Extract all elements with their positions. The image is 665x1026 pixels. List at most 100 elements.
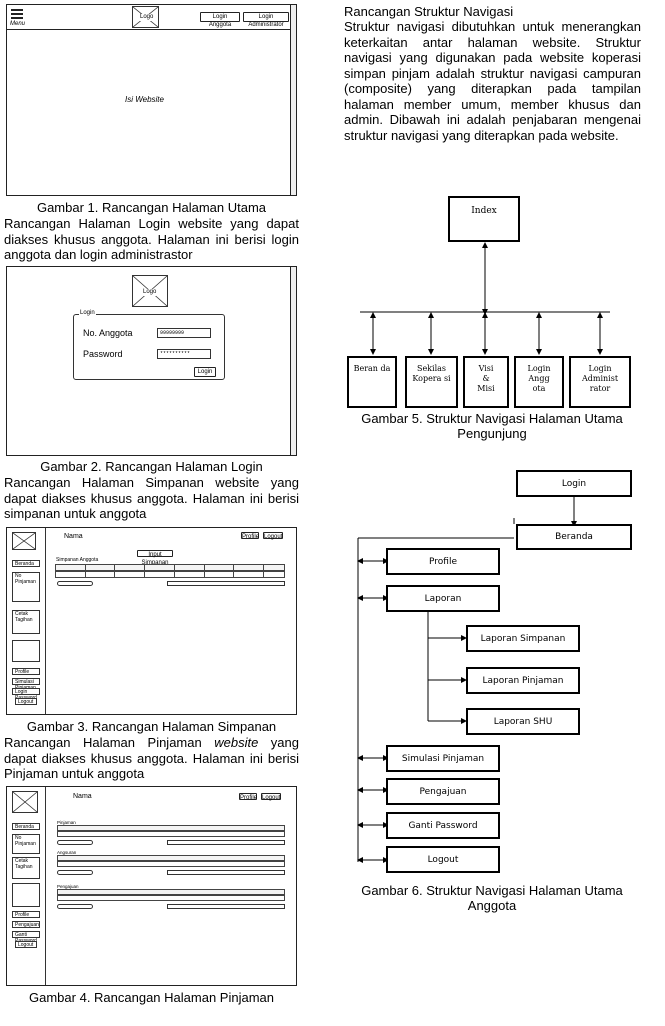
nav-node-login-administrator: Login Administ rator: [569, 356, 631, 408]
nav-node-laporan: Laporan: [386, 585, 500, 612]
figure-6-connectors: [357, 496, 577, 863]
input-simpanan-button[interactable]: Input Simpanan: [137, 550, 173, 566]
figure-5-connectors: [360, 242, 610, 355]
logout-button[interactable]: Logout: [263, 532, 283, 540]
figure-1-caption: Gambar 1. Rancangan Halaman Utama: [36, 200, 267, 215]
paragraph-pinjaman-text-b: yang dapat diakses khusus anggota. Halam…: [4, 735, 299, 781]
nav-node-pengajuan: Pengajuan: [386, 778, 500, 805]
menu-label: Menu: [10, 21, 26, 27]
sidebar-item-profile[interactable]: Profile: [12, 911, 40, 918]
search-input[interactable]: [57, 870, 93, 875]
no-anggota-input[interactable]: 99999999: [157, 328, 211, 338]
login-administrator-button[interactable]: Login Administrator: [243, 12, 289, 28]
logo-label: Logo: [143, 289, 157, 296]
table-header-row: [57, 855, 285, 861]
search-input[interactable]: [57, 581, 93, 586]
sidebar-item-pengajuan[interactable]: Pengajuan: [12, 921, 40, 928]
logo-placeholder-icon: [12, 791, 38, 813]
figure-4-caption: Gambar 4. Rancangan Halaman Pinjaman: [29, 990, 274, 1005]
sidebar-item-profile[interactable]: Profile: [12, 668, 40, 675]
sidebar-item-password[interactable]: Login Password: [12, 688, 40, 701]
sidebar-item-beranda[interactable]: Beranda: [12, 560, 40, 567]
nav-node-visi-misi: Visi & Misi: [463, 356, 509, 408]
nav-node-laporan-pinjaman: Laporan Pinjaman: [466, 667, 580, 694]
profile-button[interactable]: Profile: [241, 532, 260, 540]
figure-4-pinjaman-mockup: Nama Profile Logout Pinjaman Angsuran Pe…: [6, 786, 297, 986]
sidebar-item-logout[interactable]: Logout: [15, 698, 37, 705]
nav-node-beranda: Beran da: [347, 356, 397, 408]
hamburger-icon: [11, 9, 23, 19]
sidebar-divider: [45, 787, 46, 985]
nav-node-logout: Logout: [386, 846, 500, 873]
sidebar-item-beranda[interactable]: Beranda: [12, 823, 40, 830]
figure-5-caption: Gambar 5. Struktur Navigasi Halaman Utam…: [361, 411, 623, 441]
table-header-row: [57, 825, 285, 831]
figure-3-caption: Gambar 3. Rancangan Halaman Simpanan: [26, 719, 277, 734]
figure-3-simpanan-mockup: Nama Profile Logout Input Simpanan Simpa…: [6, 527, 297, 715]
pagination[interactable]: [167, 904, 285, 909]
paragraph-pinjaman-emphasis: website: [214, 735, 259, 750]
sidebar-group[interactable]: [12, 883, 40, 907]
table-row: [57, 831, 285, 837]
table-row: [57, 895, 285, 901]
sidebar-item-logout[interactable]: Logout: [15, 941, 37, 948]
logo-placeholder-icon: [12, 532, 36, 550]
nav-node-login-anggota: Login Angg ota: [514, 356, 564, 408]
sidebar-item-cetak-tagihan[interactable]: Cetak Tagihan: [12, 857, 40, 879]
nav-node-laporan-simpanan: Laporan Simpanan: [466, 625, 580, 652]
login-anggota-button[interactable]: Login Anggota: [200, 12, 240, 28]
sidebar-item-simulasi[interactable]: Simulasi Pinjaman: [12, 678, 40, 691]
nav-node-login: Login: [516, 470, 632, 497]
table-row: [57, 861, 285, 867]
nav-node-profile: Profile: [386, 548, 500, 575]
nav-node-sekilas-koperasi: Sekilas Kopera si: [405, 356, 458, 408]
paragraph-pinjaman-page: Rancangan Halaman Pinjaman website yang …: [4, 735, 299, 782]
pagination[interactable]: [167, 581, 285, 586]
nav-node-beranda: Beranda: [516, 524, 632, 550]
pagination[interactable]: [167, 870, 285, 875]
nav-node-index: Index: [448, 196, 520, 242]
figure-6-caption: Gambar 6. Struktur Navigasi Halaman Utam…: [361, 883, 623, 913]
sidebar-divider: [45, 528, 46, 714]
table-header-row: [57, 889, 285, 895]
paragraph-pinjaman-text-a: Rancangan Halaman Pinjaman: [4, 735, 215, 750]
sidebar-item-no-pinjaman[interactable]: No Pinjaman: [12, 834, 40, 854]
section-angsuran-title: Angsuran: [57, 850, 77, 855]
nav-node-ganti-password: Ganti Password: [386, 812, 500, 839]
login-group-label: Login: [79, 310, 96, 317]
sidebar-group[interactable]: [12, 640, 40, 662]
section-heading: Rancangan Struktur Navigasi: [344, 4, 514, 19]
figure-2-login-mockup: Logo Login No. Anggota 99999999 Password…: [6, 266, 297, 456]
header-divider: [7, 29, 296, 30]
pagination[interactable]: [167, 840, 285, 845]
nav-node-laporan-shu: Laporan SHU: [466, 708, 580, 735]
page-title: Nama: [73, 793, 92, 800]
paragraph-navigation: Struktur navigasi dibutuhkan untuk mener…: [344, 19, 641, 143]
sidebar-item-no-pinjaman[interactable]: No Pinjaman: [12, 572, 40, 602]
scrollbar[interactable]: [290, 267, 296, 455]
website-content-label: Isi Website: [125, 95, 164, 104]
password-label: Password: [83, 349, 123, 359]
logout-button[interactable]: Logout: [261, 793, 281, 801]
sidebar-item-ganti-password[interactable]: Ganti Password: [12, 931, 40, 944]
figure-2-caption: Gambar 2. Rancangan Halaman Login: [40, 459, 263, 474]
nav-node-simulasi-pinjaman: Simulasi Pinjaman: [386, 745, 500, 772]
paragraph-login-page: Rancangan Halaman Login website yang dap…: [4, 216, 299, 262]
sidebar-item-cetak-tagihan[interactable]: Cetak Tagihan: [12, 610, 40, 634]
table-header-row: [55, 564, 285, 571]
figure-1-main-page-mockup: Menu Logo Login Anggota Login Administra…: [6, 4, 297, 196]
logo-label: Logo: [140, 14, 154, 21]
login-button[interactable]: Login: [194, 367, 216, 377]
no-anggota-label: No. Anggota: [83, 328, 133, 338]
section-pinjaman-title: Pinjaman: [57, 820, 76, 825]
profile-button[interactable]: Profile: [239, 793, 258, 801]
paragraph-simpanan-page: Rancangan Halaman Simpanan website yang …: [4, 475, 299, 521]
login-group-box: [73, 314, 225, 380]
page-title: Nama: [64, 533, 83, 540]
scrollbar[interactable]: [290, 5, 296, 195]
search-input[interactable]: [57, 840, 93, 845]
search-input[interactable]: [57, 904, 93, 909]
password-input[interactable]: **********: [157, 349, 211, 359]
section-pengajuan-title: Pengajuan: [57, 884, 79, 889]
table-row: [55, 571, 285, 578]
